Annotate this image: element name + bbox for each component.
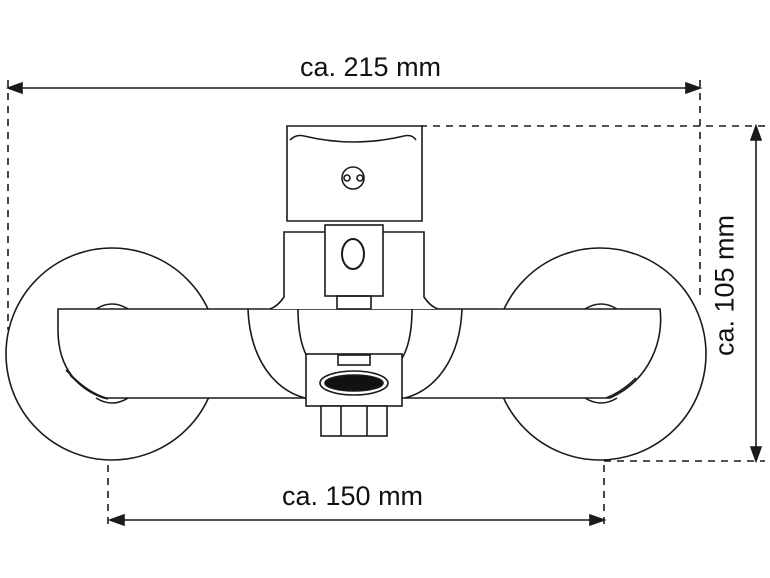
center-left-curve: [247, 308, 306, 399]
nut-bumps: [95, 303, 618, 404]
lever-screw-icon: [341, 166, 365, 190]
outlet-tab: [337, 354, 371, 366]
valve-plate: [324, 224, 384, 297]
lever-handle: [286, 125, 423, 222]
center-distance-label: ca. 150 mm: [282, 481, 424, 511]
left-body-curve: [65, 369, 109, 400]
lever-top-curve: [289, 134, 417, 143]
valve-stem: [336, 295, 372, 310]
screw-hole: [343, 174, 351, 182]
aerator-ring: [319, 370, 389, 396]
right-body-curve: [605, 377, 637, 399]
faucet-body: [57, 125, 662, 437]
valve-oval: [341, 238, 365, 270]
aerator: [324, 374, 384, 392]
overall-width-label: ca. 215 mm: [300, 52, 442, 82]
center-right-curve: [404, 308, 463, 399]
center-arrows: [107, 513, 607, 527]
height-arrows: [749, 123, 763, 464]
width-arrows: [5, 81, 703, 95]
height-label: ca. 105 mm: [709, 214, 740, 357]
spout-outlet-body: [305, 353, 403, 407]
screw-hole: [356, 174, 364, 182]
dimension-lines: [5, 80, 765, 527]
diverter-nut: [320, 405, 388, 437]
